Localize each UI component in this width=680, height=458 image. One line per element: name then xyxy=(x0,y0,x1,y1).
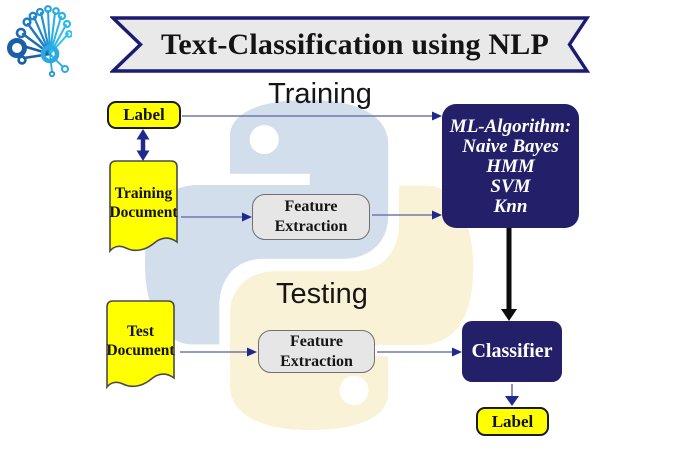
arrow-training-doc-to-feature-extraction xyxy=(181,212,252,222)
arrow-label-to-ml xyxy=(182,111,442,121)
arrow-feature-extraction-to-classifier xyxy=(377,347,462,357)
node-feature-extraction-training: Feature Extraction xyxy=(252,194,370,240)
arrow-classifier-to-label xyxy=(505,384,519,406)
title-banner xyxy=(110,16,590,73)
testing-section-label: Testing xyxy=(276,278,368,310)
arrow-feature-extraction-to-ml xyxy=(372,210,442,220)
node-label-top: Label xyxy=(107,101,181,129)
page-title: Text-Classification using NLP xyxy=(160,27,550,61)
arrow-ml-to-classifier xyxy=(501,228,517,321)
document-shape xyxy=(109,160,178,254)
document-shape xyxy=(106,300,175,390)
node-training-document: Training Document xyxy=(106,158,181,260)
node-test-document: Test Document xyxy=(103,298,178,396)
node-feature-extraction-testing: Feature Extraction xyxy=(258,330,375,373)
brain-circuit-logo xyxy=(7,5,72,78)
arrow-label-training-doc-bidirectional xyxy=(136,129,150,161)
node-classifier: Classifier xyxy=(462,321,562,382)
ml-algorithm-heading: ML-Algorithm: xyxy=(449,116,572,137)
training-section-label: Training xyxy=(268,78,372,110)
arrow-test-doc-to-feature-extraction xyxy=(180,347,257,357)
node-label-bottom: Label xyxy=(476,407,549,436)
node-ml-algorithm: ML-Algorithm: Naive Bayes HMM SVM Knn xyxy=(442,104,579,228)
